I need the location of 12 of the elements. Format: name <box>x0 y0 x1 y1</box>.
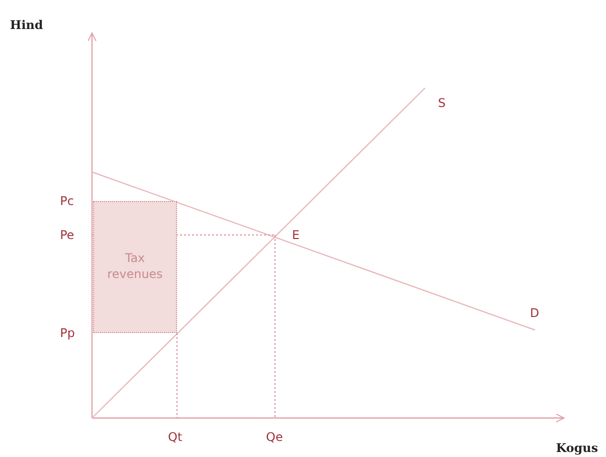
tick-label: Qe <box>266 430 283 444</box>
axis-label: Hind <box>10 18 44 32</box>
tick-label: Qt <box>168 430 182 444</box>
tick-label: Pc <box>60 194 74 208</box>
axis-label: Kogus <box>556 441 598 455</box>
curve-label: S <box>438 96 446 110</box>
tick-label: Pp <box>60 326 75 340</box>
shaded-area <box>93 201 177 333</box>
tick-label: Pe <box>60 228 74 242</box>
curve-label: D <box>530 306 540 320</box>
area-label: Tax revenues <box>106 250 164 282</box>
point-label: E <box>292 228 300 242</box>
